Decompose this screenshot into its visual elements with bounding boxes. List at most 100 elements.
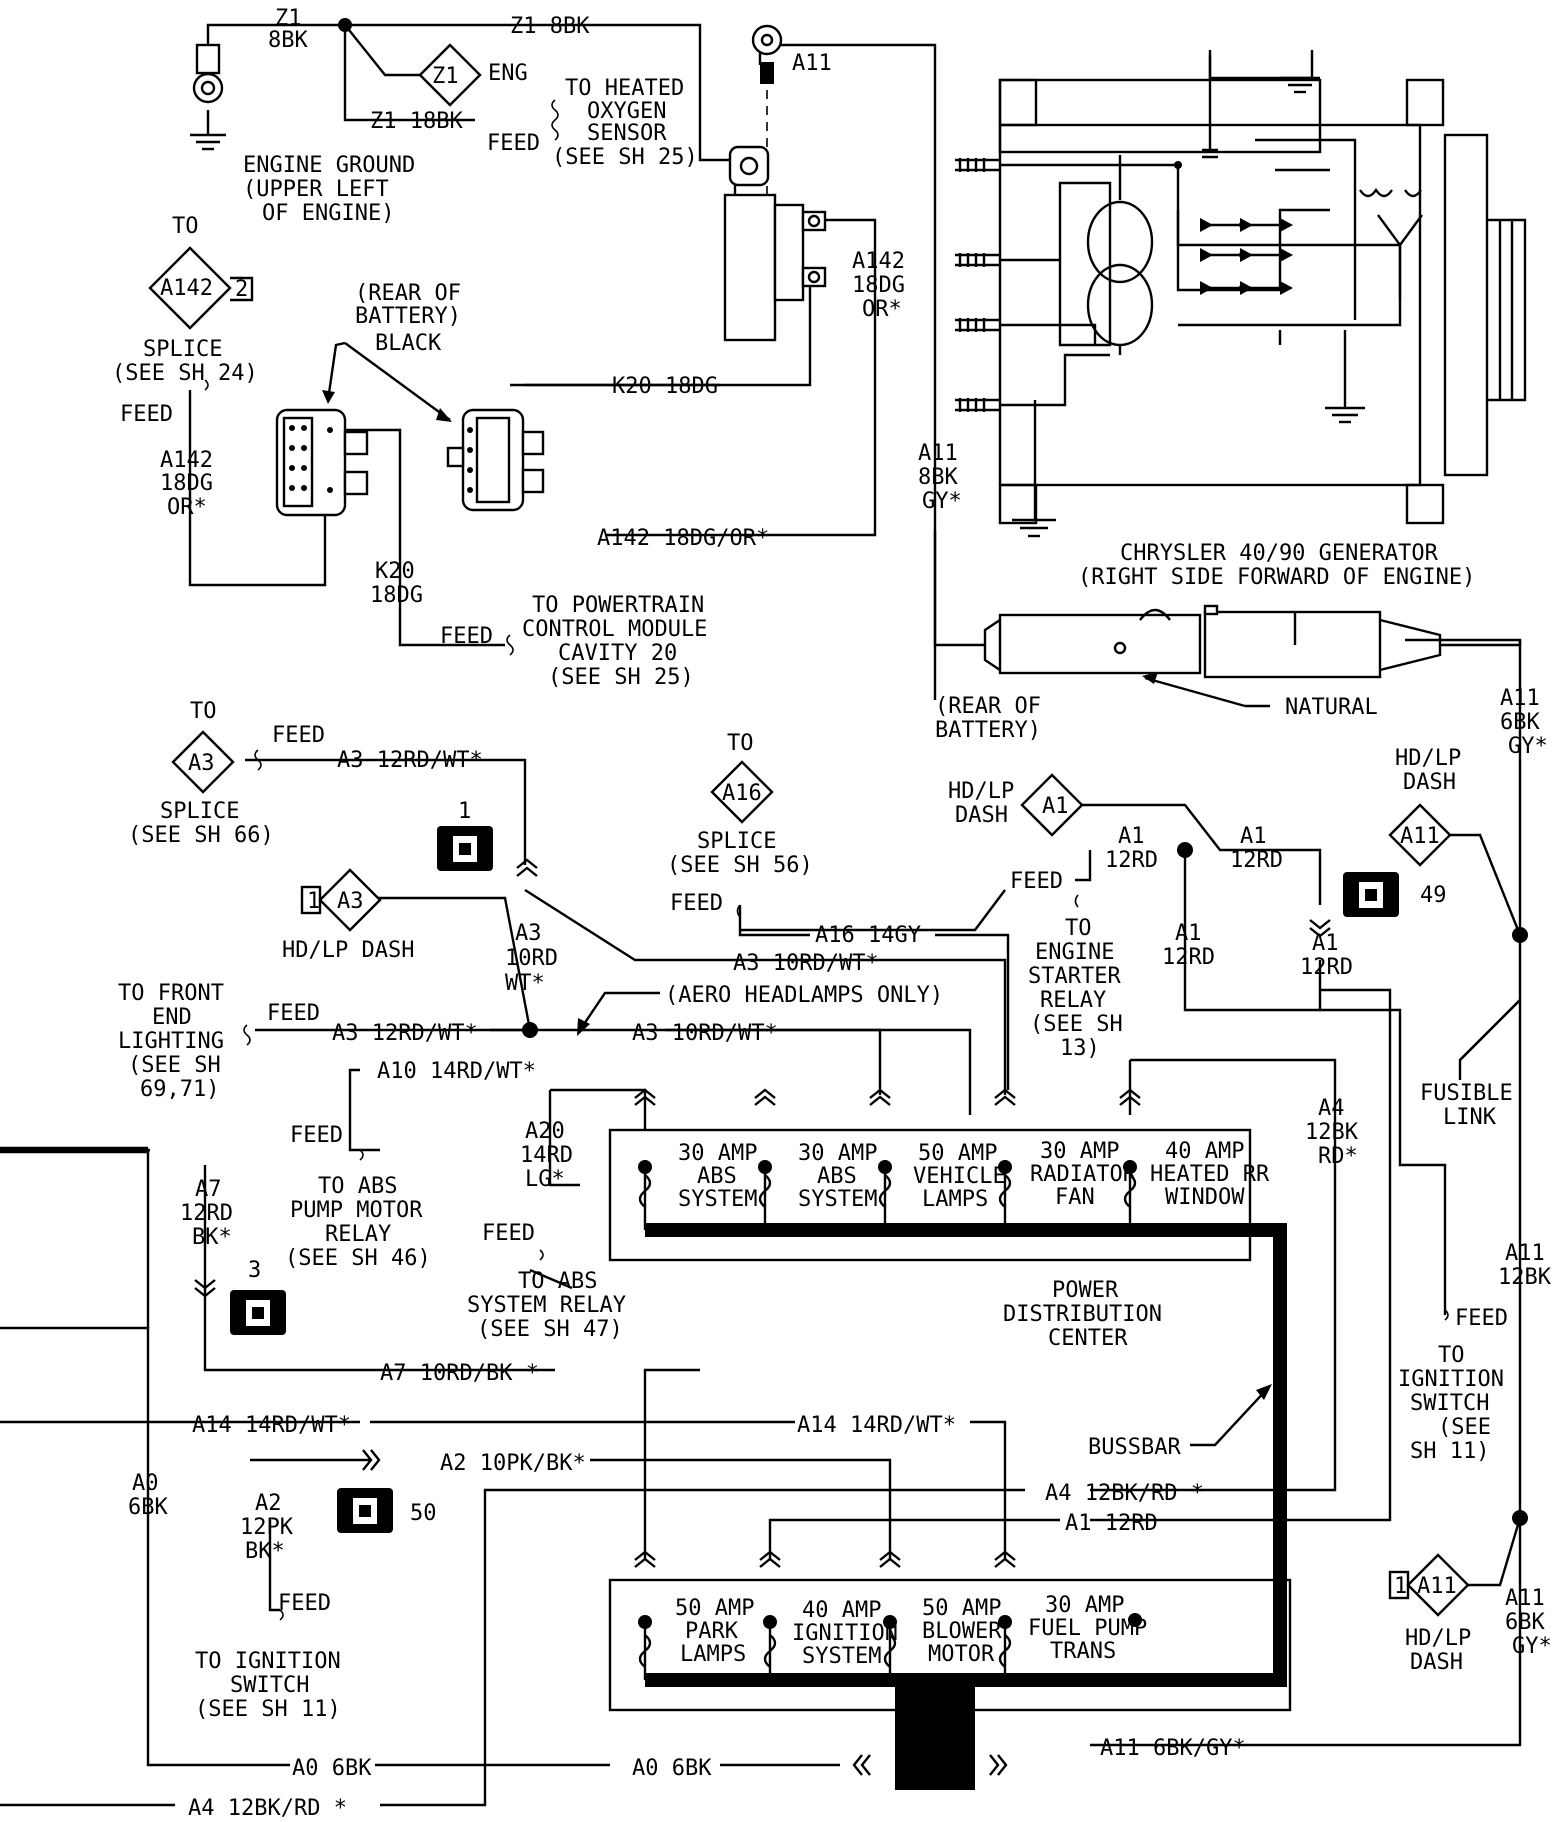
- label-fuse-top-1-l2: SYSTEM: [678, 1187, 757, 1212]
- ground-symbol-engine: [190, 110, 226, 151]
- label-a4-right-3: RD*: [1318, 1144, 1358, 1169]
- ground-symbol-generator-bottom: [1012, 400, 1056, 538]
- label-generator-2: (RIGHT SIDE FORWARD OF ENGINE): [1078, 565, 1475, 590]
- label-a2-vert-1: A2: [255, 1491, 282, 1516]
- diamond-splice-a142: [148, 246, 254, 330]
- label-abs-pump-1: TO ABS: [318, 1174, 397, 1199]
- label-abs-relay-1: TO ABS: [518, 1269, 597, 1294]
- bussbar-pointer: [1190, 1387, 1269, 1447]
- label-a11-6bk-bottom-1: A11: [1505, 1586, 1545, 1611]
- label-a1-down-2: 12RD: [1162, 945, 1215, 970]
- label-fuse-top-2-l2: SYSTEM: [798, 1187, 877, 1212]
- label-engine-ground-3: OF ENGINE): [262, 201, 394, 226]
- label-fuse-top-4-l1: RADIATOR: [1030, 1162, 1137, 1187]
- label-starter-5: (SEE SH: [1030, 1012, 1123, 1037]
- label-abs-relay-2: SYSTEM RELAY: [467, 1293, 626, 1318]
- label-feed-front-end: FEED: [267, 1001, 320, 1026]
- label-a14-left: A14 14RD/WT*: [192, 1413, 351, 1438]
- label-a1-down2-1: A1: [1312, 931, 1339, 956]
- label-rear-battery-1: (REAR OF: [355, 281, 461, 306]
- bussbar-arrow: [1256, 1384, 1272, 1400]
- label-fuse-bot-4-l1: FUEL PUMP: [1028, 1616, 1147, 1641]
- label-ign-right-2: IGNITION: [1398, 1367, 1504, 1392]
- label-a0-left: A0 6BK: [292, 1756, 372, 1781]
- label-a11-12bk-2: 12BK: [1498, 1265, 1552, 1290]
- label-feed-abs-pump: FEED: [290, 1123, 343, 1148]
- label-rear-battery-b1: (REAR OF: [935, 694, 1041, 719]
- label-abs-pump-2: PUMP MOTOR: [290, 1198, 423, 1223]
- label-hdlp-a1-2: DASH: [955, 803, 1008, 828]
- label-a142-right-1: A142: [852, 249, 905, 274]
- label-hdlp-a3-pin: 1: [307, 889, 320, 914]
- connector-3: [230, 1290, 286, 1335]
- label-feed-a142: FEED: [120, 402, 173, 427]
- label-k20-vert-1: K20: [375, 559, 415, 584]
- label-hdlp-a1-code: A1: [1042, 794, 1069, 819]
- label-a3-10rd-upper: A3 10RD/WT*: [733, 951, 879, 976]
- label-heated-o2-2: OXYGEN: [587, 99, 666, 124]
- arrow-black-right: [436, 408, 452, 422]
- label-a11-6bk-top-2: 6BK: [1500, 710, 1540, 735]
- label-a2-vert-2: 12PK: [240, 1515, 294, 1540]
- aero-pointer: [579, 991, 660, 1031]
- diamond-eng-z1: [418, 43, 482, 107]
- inline-connectors: [194, 858, 1331, 1776]
- label-fusible-1: FUSIBLE: [1420, 1081, 1513, 1106]
- label-fuse-top-3-amp: 50 AMP: [918, 1141, 997, 1166]
- label-engine-ground-1: ENGINE GROUND: [243, 153, 415, 178]
- label-fuse-bot-1-l1: PARK: [685, 1619, 739, 1644]
- label-a0-2: 6BK: [128, 1495, 168, 1520]
- label-bussbar: BUSSBAR: [1088, 1435, 1181, 1460]
- label-a14-right: A14 14RD/WT*: [797, 1413, 956, 1438]
- label-rear-battery-b2: BATTERY): [935, 718, 1041, 743]
- label-see-sh-24: (SEE SH 24): [112, 361, 258, 386]
- label-pcm-3: CAVITY 20: [558, 641, 677, 666]
- label-a7-2: 12RD: [180, 1201, 233, 1226]
- label-front-end-3: LIGHTING: [118, 1029, 224, 1054]
- label-8bk-top: 8BK: [268, 28, 308, 53]
- label-a3-10rd-3: WT*: [505, 971, 545, 996]
- label-a1-left-2: 12RD: [1105, 848, 1158, 873]
- label-fuse-top-1-amp: 30 AMP: [678, 1141, 757, 1166]
- diamond-hdlp-a1: [1020, 773, 1084, 837]
- label-z1-8bk: Z1 8BK: [510, 14, 590, 39]
- label-hdlp-a11-bottom-pin: 1: [1394, 1574, 1407, 1599]
- label-a20-1: A20: [525, 1119, 565, 1144]
- label-a11-8bk-1: A11: [918, 441, 958, 466]
- label-fuse-bot-2-l2: SYSTEM: [802, 1644, 881, 1669]
- label-hdlp-a11-bottom-1: HD/LP: [1405, 1626, 1471, 1651]
- battery-connector-left: [275, 408, 369, 517]
- label-generator-1: CHRYSLER 40/90 GENERATOR: [1120, 541, 1439, 566]
- label-abs-pump-4: (SEE SH 46): [285, 1246, 431, 1271]
- label-fuse-top-3-l2: LAMPS: [922, 1187, 988, 1212]
- label-abs-pump-3: RELAY: [325, 1222, 391, 1247]
- label-a11-12bk-1: A11: [1505, 1241, 1545, 1266]
- label-a11-6bk-top-1: A11: [1500, 686, 1540, 711]
- label-a1-left-1: A1: [1118, 824, 1145, 849]
- label-fuse-bot-4-amp: 30 AMP: [1045, 1593, 1124, 1618]
- label-feed-abs-relay: FEED: [482, 1221, 535, 1246]
- label-abs-relay-3: (SEE SH 47): [477, 1317, 623, 1342]
- labels: Z1 8BK Z1 8BK Z1 18BK A11 Z1 ENG FEED TO…: [112, 6, 1552, 1821]
- ground-eyelet: [192, 43, 224, 104]
- label-a3-10rd-mid: A3 10RD/WT*: [632, 1021, 778, 1046]
- label-pcm-4: (SEE SH 25): [548, 665, 694, 690]
- label-a142-left-3: OR*: [167, 495, 207, 520]
- label-see-sh-56: (SEE SH 56): [667, 853, 813, 878]
- label-a3-10rd-1: A3: [515, 921, 542, 946]
- label-ign-left-1: TO IGNITION: [195, 1649, 341, 1674]
- power-distribution-center: [608, 1128, 1292, 1790]
- battery-cable: [983, 604, 1522, 708]
- label-a142-left-1: A142: [160, 448, 213, 473]
- label-ign-left-2: SWITCH: [230, 1673, 309, 1698]
- label-a11-6bk-top-3: GY*: [1508, 734, 1548, 759]
- label-splice-a142: SPLICE: [143, 337, 222, 362]
- label-fuse-top-2-amp: 30 AMP: [798, 1141, 877, 1166]
- label-a2-horizontal: A2 10PK/BK*: [440, 1451, 586, 1476]
- connector-50: [337, 1488, 393, 1533]
- label-a7-horizontal: A7 10RD/BK *: [380, 1361, 539, 1386]
- label-ign-left-3: (SEE SH 11): [195, 1697, 341, 1722]
- label-fuse-bot-2-amp: 40 AMP: [802, 1598, 881, 1623]
- label-front-end-4: (SEE SH: [128, 1053, 221, 1078]
